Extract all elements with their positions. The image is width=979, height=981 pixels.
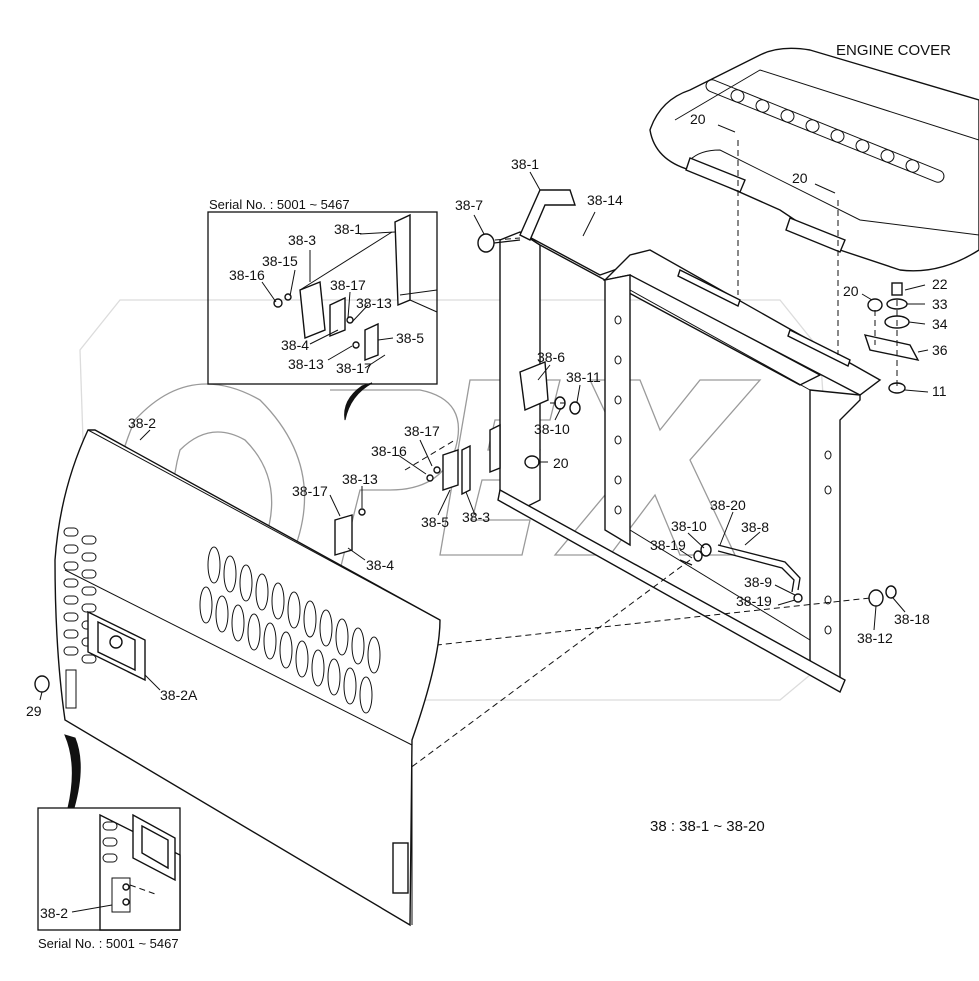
callout-38-13: 38-13: [342, 471, 378, 487]
callout-36: 36: [932, 342, 948, 358]
callout-20-a: 20: [690, 111, 706, 127]
inset-callout-38-16: 38-16: [229, 267, 265, 283]
callout-38-14: 38-14: [587, 192, 623, 208]
callout-38-18: 38-18: [894, 611, 930, 627]
inset-bottom-caption: Serial No. : 5001 ~ 5467: [38, 936, 179, 951]
inset-callout-38-13: 38-13: [356, 295, 392, 311]
nut-38-18: [885, 585, 897, 599]
door-striker: [65, 669, 77, 709]
door-vents-upper: [207, 546, 381, 674]
callout-20-c: 20: [843, 283, 859, 299]
bolt-29: [34, 675, 50, 693]
inset-callout-38-17: 38-17: [330, 277, 366, 293]
knob-38-7: [477, 233, 521, 253]
door-hinge: [392, 842, 409, 894]
frame-holes: [614, 315, 832, 635]
callout-38-8: 38-8: [741, 519, 769, 535]
inset-callout-38-4: 38-4: [281, 337, 309, 353]
washer-38-12: [868, 589, 884, 607]
inset-bottom-pointer: [64, 734, 81, 809]
callout-38-20: 38-20: [710, 497, 746, 513]
callout-38-10-b: 38-10: [671, 518, 707, 534]
inset-callout-38-5: 38-5: [396, 330, 424, 346]
mount-hardware-right: [863, 282, 920, 394]
inset-bottom-callout-38-2: 38-2: [40, 905, 68, 921]
callout-11: 11: [932, 383, 947, 399]
door-vents-lower: [199, 586, 373, 714]
inset-top: [207, 211, 438, 385]
callout-34: 34: [932, 316, 948, 332]
nut-38-11: [569, 401, 581, 415]
radiator-frame: [497, 231, 882, 693]
callout-38-4: 38-4: [366, 557, 394, 573]
callout-38-5: 38-5: [421, 514, 449, 530]
inset-callout-38-1: 38-1: [334, 221, 362, 237]
engine-cover-vents: [705, 79, 945, 183]
inset-bottom: [37, 807, 181, 931]
callout-38-17: 38-17: [404, 423, 440, 439]
inset-callout-38-3: 38-3: [288, 232, 316, 248]
callout-labels: 20 20 20 22 33 34 36 11 38-1 38-7 38-14 …: [26, 111, 948, 921]
inset-callout-38-15: 38-15: [262, 253, 298, 269]
inset-top-caption: Serial No. : 5001 ~ 5467: [209, 197, 350, 212]
bracket-38-6: [519, 360, 549, 412]
callout-38-2A: 38-2A: [160, 687, 198, 703]
inset-callout-38-17-b: 38-17: [336, 360, 372, 376]
callout-38-16: 38-16: [371, 443, 407, 459]
engine-cover-title: ENGINE COVER: [836, 42, 951, 59]
callout-38-6: 38-6: [537, 349, 565, 365]
callout-38-19: 38-19: [650, 537, 686, 553]
callout-20-d: 20: [553, 455, 569, 471]
callout-38-1: 38-1: [511, 156, 539, 172]
leader-lines: [39, 124, 929, 913]
assembly-note: 38 : 38-1 ~ 38-20: [650, 818, 765, 835]
callout-38-3: 38-3: [462, 509, 490, 525]
door-panel-38-2: [34, 429, 441, 927]
inset-callout-38-13-b: 38-13: [288, 356, 324, 372]
latch-parts-center: [334, 423, 501, 556]
callout-38-7: 38-7: [455, 197, 483, 213]
door-handle-38-2A: [87, 610, 146, 682]
callout-22: 22: [932, 276, 948, 292]
callout-29: 29: [26, 703, 42, 719]
inset-top-pointer: [344, 382, 373, 421]
callout-38-10: 38-10: [534, 421, 570, 437]
callout-38-2: 38-2: [128, 415, 156, 431]
callout-38-17-b: 38-17: [292, 483, 328, 499]
engine-cover: [649, 47, 979, 272]
callout-38-11: 38-11: [566, 369, 601, 385]
callout-33: 33: [932, 296, 948, 312]
engine-cover-hinges: [685, 157, 846, 253]
bracket-38-1: [519, 189, 576, 241]
bolt-20-frame: [524, 455, 540, 469]
callout-38-12: 38-12: [857, 630, 893, 646]
callout-20-b: 20: [792, 170, 808, 186]
callout-38-19-b: 38-19: [736, 593, 772, 609]
callout-38-9: 38-9: [744, 574, 772, 590]
